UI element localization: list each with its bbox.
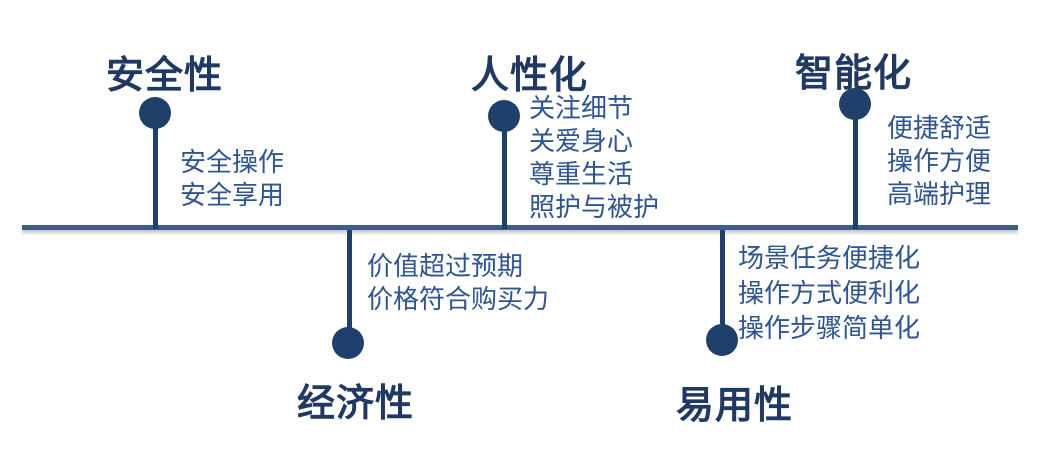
node-economy-title: 经济性 [297, 383, 415, 425]
node-usability-circle-marker [706, 324, 738, 356]
detail-line: 价格符合购买力 [367, 284, 550, 314]
detail-line: 安全操作 [180, 147, 285, 177]
timeline-axis [22, 225, 1018, 230]
detail-line: 操作步骤简单化 [738, 313, 921, 343]
detail-line: 高端护理 [887, 179, 992, 209]
node-intelligence-details: 便捷舒适 操作方便 高端护理 [887, 112, 991, 211]
detail-line: 照护与被护 [529, 192, 660, 222]
detail-line: 关注细节 [529, 93, 634, 123]
node-safety-circle-marker [139, 97, 171, 129]
node-usability-details: 场景任务便捷化 操作方式便利化 操作步骤简单化 [738, 241, 920, 346]
node-safety-title: 安全性 [106, 55, 224, 97]
detail-line: 安全享用 [180, 180, 285, 210]
node-humanization-title: 人性化 [471, 55, 589, 97]
node-intelligence-stem [853, 116, 858, 229]
detail-line: 关爱身心 [529, 126, 634, 156]
node-economy-stem [347, 230, 352, 330]
node-usability-title: 易用性 [676, 385, 794, 427]
node-safety-stem [153, 125, 158, 229]
detail-line: 操作方便 [887, 146, 992, 176]
detail-line: 尊重生活 [529, 159, 634, 189]
detail-line: 操作方式便利化 [738, 278, 921, 308]
node-intelligence-circle-marker [839, 88, 871, 120]
node-humanization-details: 关注细节 关爱身心 尊重生活 照护与被护 [529, 92, 659, 224]
node-usability-stem [720, 230, 725, 328]
node-economy-details: 价值超过预期 价格符合购买力 [367, 250, 549, 316]
detail-line: 场景任务便捷化 [738, 243, 921, 273]
node-humanization-circle-marker [488, 100, 520, 132]
detail-line: 价值超过预期 [367, 251, 524, 281]
detail-line: 便捷舒适 [887, 113, 992, 143]
node-safety-details: 安全操作 安全享用 [180, 146, 284, 212]
node-economy-circle-marker [332, 327, 364, 359]
node-humanization-stem [502, 128, 507, 229]
